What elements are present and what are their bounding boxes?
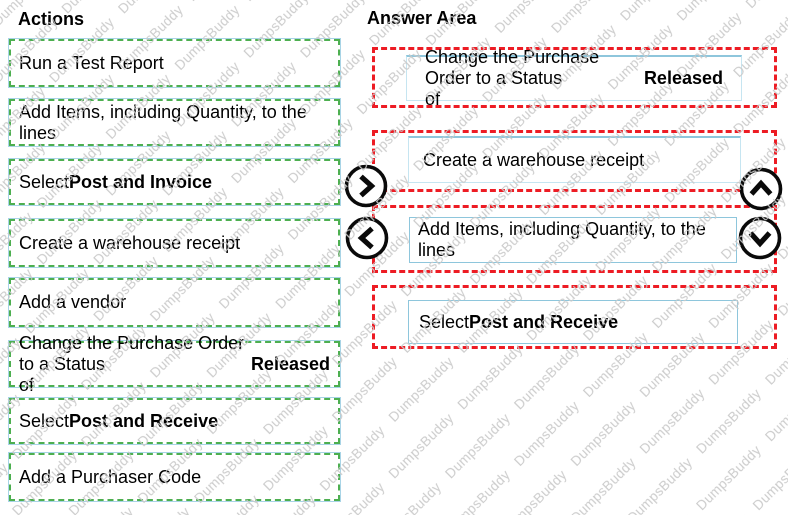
answer-item-select-post-and-receive[interactable]: Select Post and Receive (408, 300, 738, 344)
action-item-label: Add Items, including Quantity, to the li… (19, 101, 307, 143)
chevron-left-icon (345, 216, 389, 260)
move-right-button[interactable] (344, 164, 388, 208)
answer-item-create-warehouse-receipt[interactable]: Create a warehouse receipt (408, 136, 741, 183)
action-item-create-warehouse-receipt[interactable]: Create a warehouse receipt (8, 218, 341, 268)
move-down-button[interactable] (738, 216, 782, 260)
action-item-add-purchaser-code[interactable]: Add a Purchaser Code (8, 452, 341, 502)
drop-zone-4[interactable]: Select Post and Receive (372, 285, 777, 349)
answer-item-label: Select Post and Receive (419, 311, 619, 332)
drop-zone-3[interactable]: Add Items, including Quantity, to the li… (372, 205, 777, 273)
action-item-select-post-and-invoice[interactable]: Select Post and Invoice (8, 158, 341, 206)
action-item-label: Create a warehouse receipt (19, 232, 241, 253)
answer-item-label: Change the Purchase Order to a Status of… (425, 47, 723, 109)
move-left-button[interactable] (345, 216, 389, 260)
action-item-change-po-status-released[interactable]: Change the Purchase Order to a Status of… (8, 332, 341, 395)
chevron-up-icon (739, 167, 783, 211)
chevron-right-icon (344, 164, 388, 208)
action-item-label: Change the Purchase Order to a Status of… (19, 332, 330, 395)
answer-area-title: Answer Area (367, 8, 477, 28)
action-item-label: Add a vendor (19, 292, 127, 312)
action-item-label: Select Post and Invoice (19, 171, 213, 192)
chevron-down-icon (738, 216, 782, 260)
drop-zone-1[interactable]: Change the Purchase Order to a Status of… (372, 47, 777, 109)
move-up-button[interactable] (739, 167, 783, 211)
answer-item-change-po-status-released[interactable]: Change the Purchase Order to a Status of… (406, 47, 742, 109)
drop-zone-2[interactable]: Create a warehouse receipt (372, 130, 777, 192)
action-item-add-a-vendor[interactable]: Add a vendor (8, 277, 341, 328)
action-item-label: Add a Purchaser Code (19, 466, 202, 487)
actions-column-title: Actions (18, 9, 85, 29)
answer-item-add-items-quantity[interactable]: Add Items, including Quantity, to the li… (409, 217, 737, 263)
answer-item-label: Add Items, including Quantity, to the li… (418, 219, 706, 260)
action-item-label: Run a Test Report (19, 52, 164, 73)
action-item-select-post-and-receive[interactable]: Select Post and Receive (8, 397, 341, 445)
action-item-add-items-quantity[interactable]: Add Items, including Quantity, to the li… (8, 98, 341, 147)
action-item-label: Select Post and Receive (19, 410, 219, 431)
answer-item-label: Create a warehouse receipt (423, 149, 645, 170)
action-item-run-test-report[interactable]: Run a Test Report (8, 38, 341, 88)
